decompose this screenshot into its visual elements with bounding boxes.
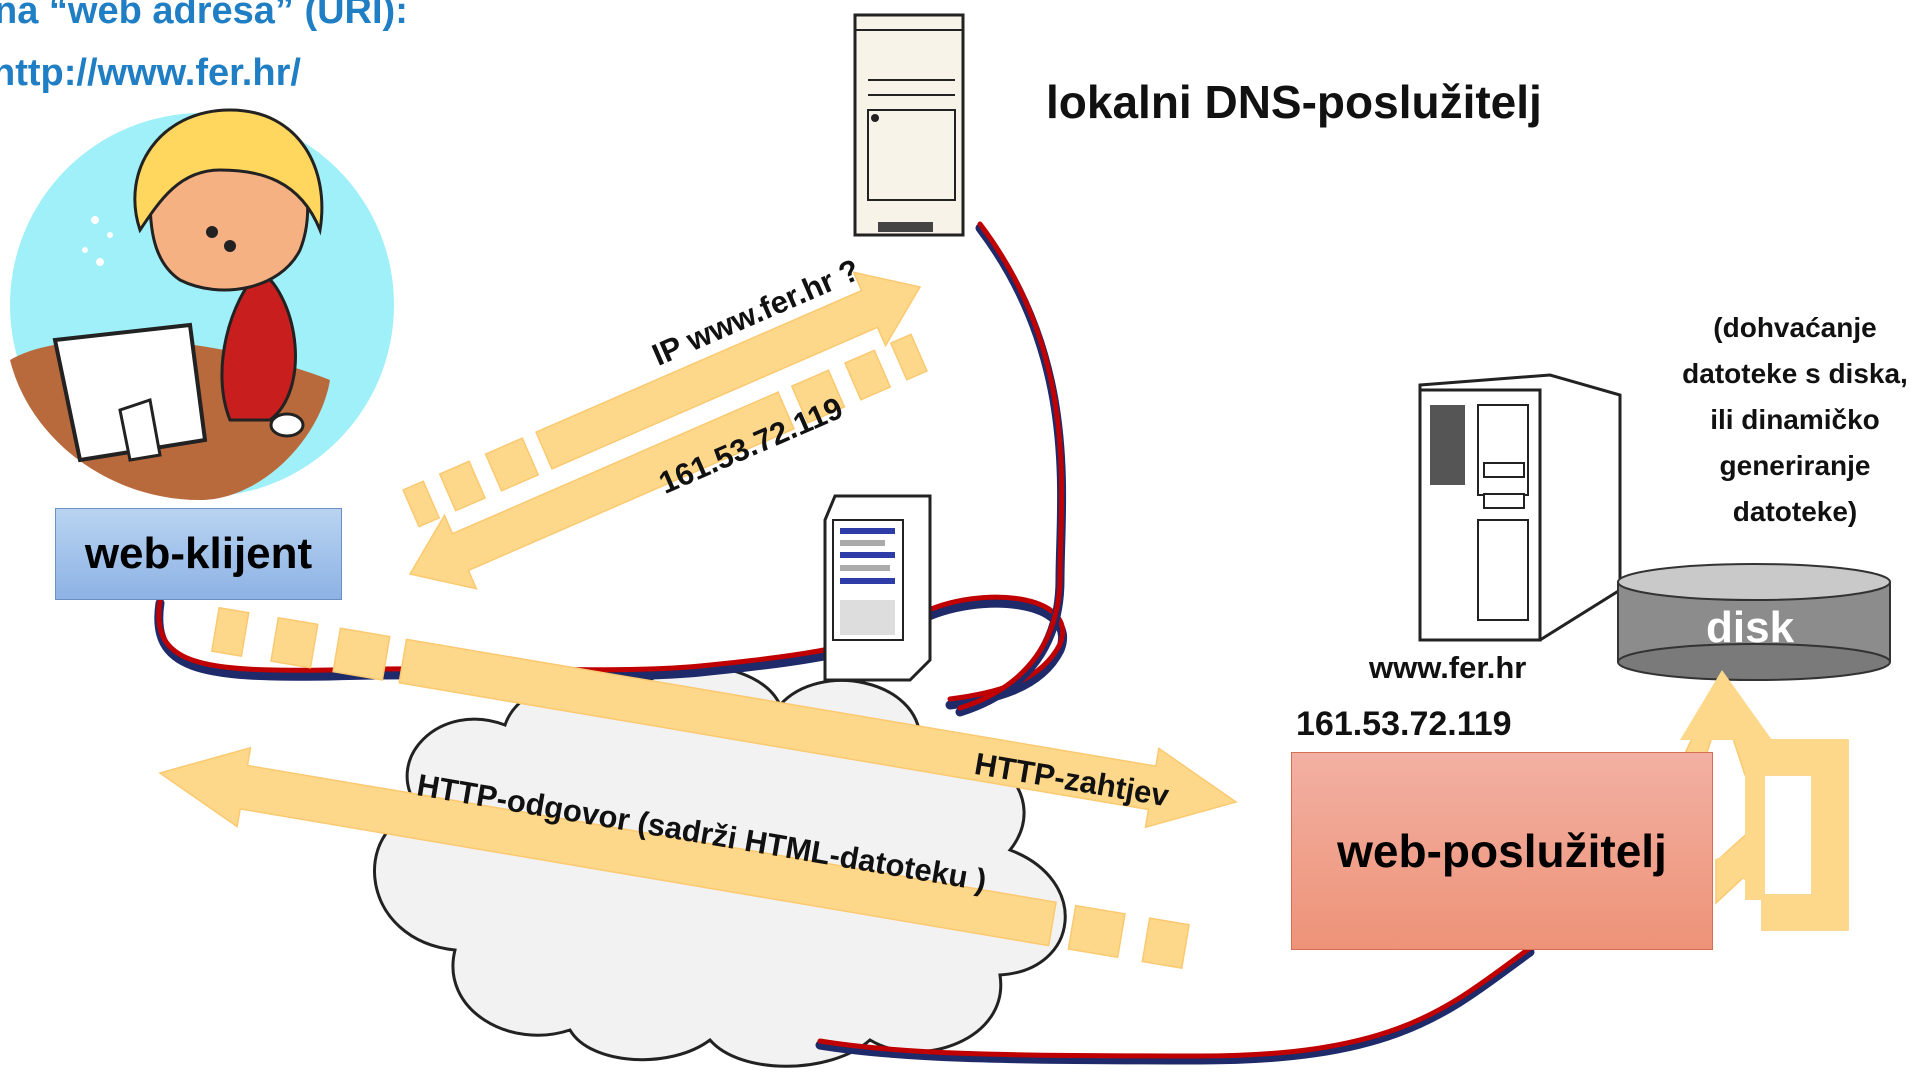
dns-server-label: lokalni DNS-poslužitelj (1046, 76, 1542, 128)
server-note-line: (dohvaćanje (1713, 312, 1877, 343)
http-request-arrow (210, 606, 1238, 829)
server-note-line: ili dinamičko (1710, 404, 1880, 435)
uri-caption-line2: http://www.fer.hr/ (0, 52, 301, 94)
dns-server-icon (853, 13, 965, 237)
server-note-line: datoteke) (1732, 496, 1858, 527)
disk-fetch-arrow-shaft (1762, 895, 1848, 930)
web-client-label: web-klijent (84, 529, 313, 578)
uri-caption-line1: na “web adresa” (URI): (0, 0, 408, 32)
server-ip: 161.53.72.119 (1296, 705, 1512, 743)
intermediate-server-icon (823, 494, 932, 682)
http-response-arrow (158, 746, 1190, 969)
web-server-icon (1418, 373, 1622, 642)
dns-reply-arrow (408, 333, 928, 590)
web-server-box: web-poslužitelj (1291, 752, 1713, 950)
user-at-computer-illustration (10, 108, 394, 500)
disk-fetch-arrow-body (1680, 670, 1772, 892)
network-cable (154, 221, 1535, 1065)
server-note-line: datoteke s diska, (1682, 358, 1908, 389)
dns-query-arrow (402, 271, 922, 528)
disk-label: disk (1706, 603, 1795, 652)
disk-fetch-arrow-shaft (1745, 740, 1765, 900)
disk-icon (1617, 563, 1891, 681)
web-client-box: web-klijent (55, 508, 342, 600)
server-hostname: www.fer.hr (1369, 650, 1527, 685)
server-note-line: generiranje (1719, 450, 1871, 481)
server-note: (dohvaćanje datoteke s diska, ili dinami… (1650, 305, 1923, 535)
web-server-label: web-poslužitelj (1337, 825, 1667, 877)
